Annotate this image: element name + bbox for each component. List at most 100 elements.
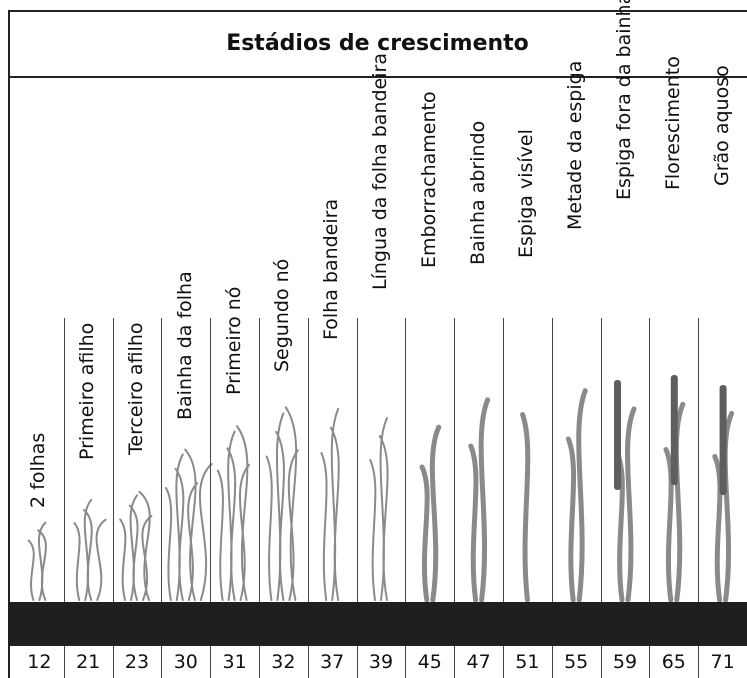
stage-code: 59	[612, 651, 638, 673]
plant-leaf	[27, 539, 35, 601]
plant-leaf	[184, 448, 197, 601]
plant-leaf	[576, 388, 588, 603]
stage-label: Folha bandeira	[320, 198, 343, 340]
stage-label: Terceiro afilho	[125, 322, 147, 456]
stage-label: 2 folhas	[27, 432, 50, 508]
plant-leaf	[238, 463, 250, 601]
plant-leaf	[330, 426, 340, 601]
code-separator	[307, 646, 309, 678]
stage-label: Bainha abrindo	[466, 120, 489, 265]
code-separator	[600, 646, 602, 678]
stage-code: 23	[124, 651, 150, 673]
plant-illustration	[369, 417, 389, 601]
stage-code: 32	[271, 651, 296, 673]
stage-separator	[698, 318, 700, 602]
figure-frame	[8, 10, 747, 678]
plant-leaf	[119, 518, 127, 601]
soil-band	[8, 602, 747, 644]
stage-code: 12	[27, 651, 52, 673]
plant-illustration	[565, 388, 588, 603]
stage-code: 31	[222, 651, 247, 673]
plant-leaf	[83, 508, 93, 601]
plant-leaf	[673, 401, 686, 603]
stage-separator	[307, 318, 309, 602]
plant-leaf	[429, 424, 442, 603]
stage-code: 51	[515, 651, 540, 673]
plant-leaf	[275, 430, 285, 601]
stage-label: Primeiro nó	[222, 286, 245, 395]
plant-illustration	[520, 412, 531, 603]
stage-code: 47	[466, 651, 491, 673]
plant-illustration	[468, 397, 491, 603]
plant-illustration	[712, 385, 735, 603]
stage-separator	[356, 318, 358, 602]
plant-leaf	[520, 412, 531, 603]
wheat-ear	[614, 380, 621, 490]
stage-separator	[649, 318, 651, 602]
plant-leaf	[369, 459, 377, 601]
plant-leaf	[37, 529, 47, 601]
plant-leaf	[712, 454, 723, 603]
stage-separator	[551, 318, 553, 602]
stage-label: Grão aquoso	[710, 65, 733, 186]
code-separator	[454, 646, 456, 678]
code-separator	[551, 646, 553, 678]
plant-leaf	[625, 406, 637, 603]
plant-illustration	[216, 425, 250, 601]
plant-leaf	[468, 443, 479, 603]
code-separator	[649, 646, 651, 678]
code-separator	[210, 646, 212, 678]
plant-leaf	[141, 515, 153, 601]
stage-code: 45	[417, 651, 442, 673]
stage-code: 71	[710, 651, 735, 673]
stage-separator	[210, 318, 212, 602]
plant-leaf	[37, 521, 47, 601]
code-separator	[503, 646, 504, 678]
stage-separator	[63, 318, 65, 602]
stage-label: Segundo nó	[271, 258, 294, 372]
plant-leaf	[287, 449, 299, 601]
plant-leaf	[198, 463, 213, 601]
stage-separator	[161, 318, 163, 602]
plant-illustration	[265, 406, 299, 601]
stage-code: 65	[661, 651, 686, 673]
plant-leaf	[236, 425, 249, 601]
stage-code: 55	[564, 651, 589, 673]
plant-illustration	[320, 407, 340, 601]
plant-leaf	[378, 435, 389, 601]
plant-leaf	[95, 518, 107, 601]
stage-label: Metade da espiga	[564, 60, 587, 230]
plant-leaf	[565, 436, 577, 603]
stage-code-row	[8, 644, 747, 678]
stage-label: Língua da folha bandeira	[369, 53, 391, 290]
wheat-ear	[719, 385, 727, 495]
plant-leaf	[226, 447, 237, 601]
plant-leaf	[419, 464, 430, 603]
stage-separator	[454, 318, 456, 602]
plant-leaf	[138, 490, 151, 601]
plant-leaf	[174, 467, 185, 601]
stage-separator	[405, 318, 407, 602]
plant-leaf	[478, 397, 491, 603]
code-separator	[698, 646, 700, 678]
plant-leaf	[165, 487, 173, 601]
figure-title: Estádios de crescimento	[8, 10, 747, 78]
plant-leaf	[73, 522, 81, 601]
stage-label: Emborrachamento	[417, 91, 440, 268]
stage-label: Bainha da folha	[173, 271, 196, 420]
stage-separator	[503, 318, 504, 602]
code-separator	[63, 646, 65, 678]
code-separator	[405, 646, 407, 678]
stage-code: 39	[368, 651, 394, 673]
plant-leaf	[265, 455, 273, 601]
plant-leaf	[216, 469, 224, 601]
plant-illustration	[614, 380, 637, 603]
stage-separator	[112, 318, 114, 602]
wheat-ear	[670, 375, 678, 485]
stage-separator	[259, 318, 260, 602]
stage-label: Espiga fora da bainha	[613, 0, 635, 200]
plant-leaf	[187, 482, 199, 601]
code-separator	[112, 646, 114, 678]
plant-leaf	[663, 447, 674, 603]
